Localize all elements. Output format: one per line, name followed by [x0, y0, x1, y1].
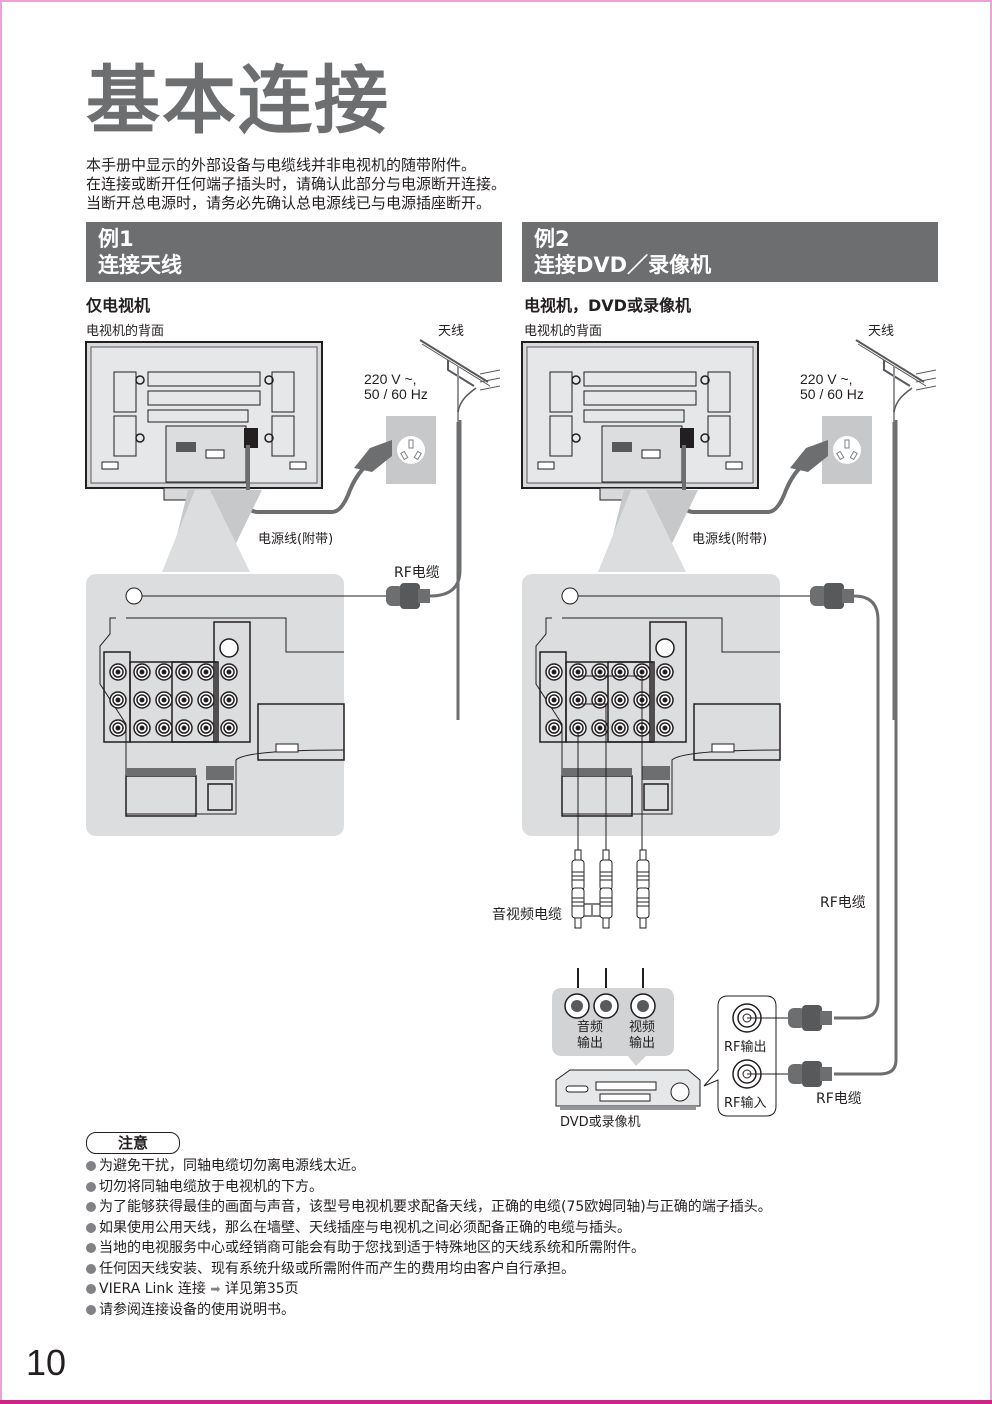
caution-notes: 为避免干扰，同轴电缆切勿离电源线太近。 切勿将同轴电缆放于电视机的下方。 为了能…	[86, 1156, 772, 1320]
viera-link-note: VIERA Link 连接 ➡ 详见第35页	[86, 1279, 772, 1300]
rf-plug-icon	[810, 583, 854, 609]
example1-header: 例1 连接天线	[86, 222, 502, 282]
arrow-right-icon: ➡	[210, 1282, 221, 1296]
example2-diagram	[521, 338, 938, 1117]
note-text: 为了能够获得最佳的画面与声音，该型号电视机要求配备天线，正确的电缆(75欧姆同轴…	[99, 1199, 772, 1215]
voltage-line: 220 V ~,	[800, 371, 853, 387]
power-outlet-icon	[385, 415, 437, 485]
caution-note: 当地的电视服务中心或经销商可能会有助于您找到适于特殊地区的天线系统和所需附件。	[86, 1238, 772, 1259]
rf-cable	[429, 420, 462, 598]
bullet-icon	[86, 1284, 96, 1294]
example2-label: 例2	[534, 227, 570, 251]
caution-section: 注意	[86, 1132, 180, 1154]
example1-subtitle: 仅电视机	[86, 296, 151, 315]
antenna-label: 天线	[438, 324, 465, 339]
power-cord-label: 电源线(附带)	[258, 532, 334, 547]
antenna-label: 天线	[868, 324, 895, 339]
rf-plug-icon	[788, 1005, 832, 1031]
note-text: 如果使用公用天线，那么在墙壁、天线插座与电视机之间必须配备正确的电缆与插头。	[99, 1219, 631, 1236]
page-border-bottom	[0, 1400, 992, 1404]
video-output-line1: 视频	[629, 1020, 656, 1035]
example1-heading: 连接天线	[98, 253, 182, 277]
bullet-icon	[86, 1161, 96, 1171]
tv-back-label: 电视机的背面	[524, 324, 603, 339]
power-plug-icon	[790, 440, 828, 472]
page-border-top	[0, 0, 992, 2]
av-cable	[571, 849, 650, 992]
note-text: 切勿将同轴电缆放于电视机的下方。	[99, 1178, 323, 1195]
video-output-line2: 输出	[629, 1036, 656, 1051]
intro-line: 当断开总电源时，请务必先确认总电源线已与电源插座断开。	[86, 194, 492, 212]
rf-cable-label-bottom: RF电缆	[816, 1091, 862, 1107]
example1-diagram	[85, 338, 502, 837]
caution-note: 如果使用公用天线，那么在墙壁、天线插座与电视机之间必须配备正确的电缆与插头。	[86, 1218, 772, 1239]
page-number: 10	[26, 1342, 67, 1383]
frequency-line: 50 / 60 Hz	[800, 386, 864, 402]
voltage-label: 220 V ~, 50 / 60 Hz	[800, 372, 864, 402]
viera-link-text: VIERA Link 连接	[99, 1281, 206, 1297]
caution-note: 切勿将同轴电缆放于电视机的下方。	[86, 1177, 772, 1198]
tv-rear-illustration	[85, 341, 323, 501]
caution-note: 请参阅连接设备的使用说明书。	[86, 1300, 772, 1321]
intro-line: 在连接或断开任何端子插头时，请确认此部分与电源断开连接。	[86, 175, 507, 193]
power-cord-label: 电源线(附带)	[692, 532, 768, 547]
panel-jacks	[109, 638, 239, 737]
rf-plug-icon	[788, 1061, 832, 1087]
rf-cable-top	[834, 594, 880, 1020]
example2-heading: 连接DVD／录像机	[534, 253, 712, 277]
bullet-icon	[86, 1222, 96, 1233]
dvd-recorder-illustration	[555, 1069, 701, 1110]
caution-note: 为了能够获得最佳的画面与声音，该型号电视机要求配备天线，正确的电缆(75欧姆同轴…	[86, 1197, 772, 1218]
page-title: 基本连接	[86, 58, 390, 144]
tv-rear-illustration	[521, 341, 759, 501]
rf-plug-icon	[386, 583, 430, 609]
audio-output-line1: 音频	[577, 1020, 604, 1035]
note-text: 为避免干扰，同轴电缆切勿离电源线太近。	[99, 1158, 365, 1174]
bullet-icon	[86, 1202, 96, 1212]
panel-jacks	[545, 638, 675, 737]
rf-cable-label-top: RF电缆	[820, 895, 866, 911]
tv-back-label: 电视机的背面	[86, 324, 165, 339]
note-text: 任何因天线安装、现有系统升级或所需附件而产生的费用均由客户自行承担。	[99, 1260, 575, 1277]
voltage-label: 220 V ~, 50 / 60 Hz	[364, 372, 428, 402]
bullet-icon	[86, 1181, 96, 1192]
note-text: 请参阅连接设备的使用说明书。	[99, 1301, 295, 1318]
frequency-line: 50 / 60 Hz	[364, 386, 428, 402]
bullet-icon	[86, 1243, 96, 1253]
page-border-right	[990, 0, 992, 1404]
audio-output-line2: 输出	[577, 1036, 604, 1051]
power-outlet-icon	[821, 415, 873, 485]
page-border-left	[0, 0, 2, 1404]
intro-line: 本手册中显示的外部设备与电缆线并非电视机的随带附件。	[86, 156, 477, 174]
caution-badge: 注意	[86, 1132, 180, 1154]
dvd-device-label: DVD或录像机	[560, 1115, 641, 1130]
video-output-label: 视频 输出	[629, 1020, 655, 1052]
note-text: 当地的电视服务中心或经销商可能会有助于您找到适于特殊地区的天线系统和所需附件。	[99, 1240, 645, 1256]
bullet-icon	[86, 1304, 96, 1315]
example2-header: 例2 连接DVD／录像机	[522, 222, 938, 282]
example1-label: 例1	[98, 227, 134, 251]
intro-text: 本手册中显示的外部设备与电缆线并非电视机的随带附件。 在连接或断开任何端子插头时…	[86, 156, 506, 213]
page-reference-link[interactable]: 详见第35页	[224, 1281, 299, 1297]
dvd-output-jacks	[564, 993, 656, 1019]
rf-cable-label: RF电缆	[394, 565, 440, 581]
voltage-line: 220 V ~,	[364, 371, 417, 387]
rf-cable-bottom	[834, 420, 898, 1076]
rf-out-label: RF输出	[724, 1040, 767, 1055]
connection-diagrams	[85, 338, 938, 1117]
example2-subtitle: 电视机，DVD或录像机	[524, 296, 691, 315]
audio-output-label: 音频 输出	[577, 1020, 603, 1052]
power-plug-icon	[354, 440, 392, 472]
rf-in-label: RF输入	[724, 1096, 767, 1111]
bullet-icon	[86, 1263, 96, 1274]
caution-note: 任何因天线安装、现有系统升级或所需附件而产生的费用均由客户自行承担。	[86, 1259, 772, 1280]
av-cable-label: 音视频电缆	[492, 907, 562, 923]
caution-note: 为避免干扰，同轴电缆切勿离电源线太近。	[86, 1156, 772, 1177]
